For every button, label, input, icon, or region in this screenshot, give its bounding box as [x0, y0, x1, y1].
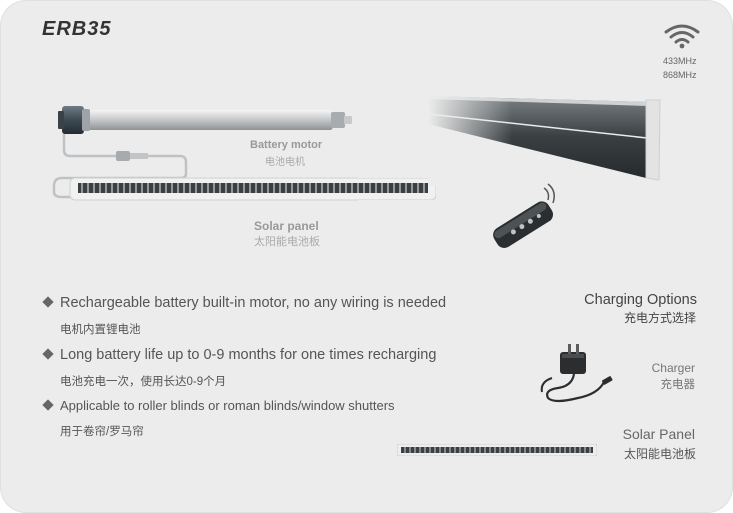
- bullet-diamond-icon: [42, 348, 54, 360]
- solar-panel-label-en: Solar Panel: [622, 426, 695, 442]
- charging-options-title-cn: 充电方式选择: [623, 311, 696, 325]
- wifi-icon: [664, 24, 700, 49]
- solar-strip-label-cn: 太阳能电池板: [254, 236, 320, 248]
- feature-3-cn: 用于卷帘/罗马帘: [60, 426, 144, 438]
- feature-1-en: Rechargeable battery built-in motor, no …: [60, 295, 447, 311]
- charging-options-title-en: Charging Options: [584, 292, 697, 308]
- remote-control-icon: [493, 183, 555, 248]
- feature-1-cn: 电机内置锂电池: [60, 324, 141, 336]
- motor-label-cn: 电池电机: [265, 157, 305, 168]
- bullet-diamond-icon: [42, 399, 54, 411]
- frequency-433: 433MHz: [663, 56, 697, 66]
- feature-item: Rechargeable battery built-in motor, no …: [42, 295, 447, 337]
- feature-2-en: Long battery life up to 0-9 months for o…: [60, 347, 437, 363]
- frequency-868: 868MHz: [663, 70, 697, 80]
- bullet-diamond-icon: [42, 296, 54, 308]
- model-title: ERB35: [42, 18, 112, 40]
- feature-item: Long battery life up to 0-9 months for o…: [42, 347, 437, 389]
- charger-label-cn: 充电器: [660, 379, 696, 391]
- solar-panel-label-cn: 太阳能电池板: [623, 447, 696, 461]
- solar-strip-illustration: [70, 178, 436, 200]
- solar-panel-strip-icon: [397, 444, 597, 456]
- solar-panel-illustration: [428, 86, 668, 186]
- solar-strip-label-en: Solar panel: [254, 219, 319, 233]
- feature-item: Applicable to roller blinds or roman bli…: [42, 398, 395, 439]
- charger-adapter-icon: [540, 344, 613, 403]
- battery-motor-illustration: [52, 106, 358, 201]
- feature-2-cn: 电池充电一次，使用长达0-9个月: [60, 376, 227, 388]
- feature-3-en: Applicable to roller blinds or roman bli…: [60, 398, 395, 413]
- motor-label-en: Battery motor: [250, 139, 323, 151]
- charger-label-en: Charger: [651, 361, 695, 375]
